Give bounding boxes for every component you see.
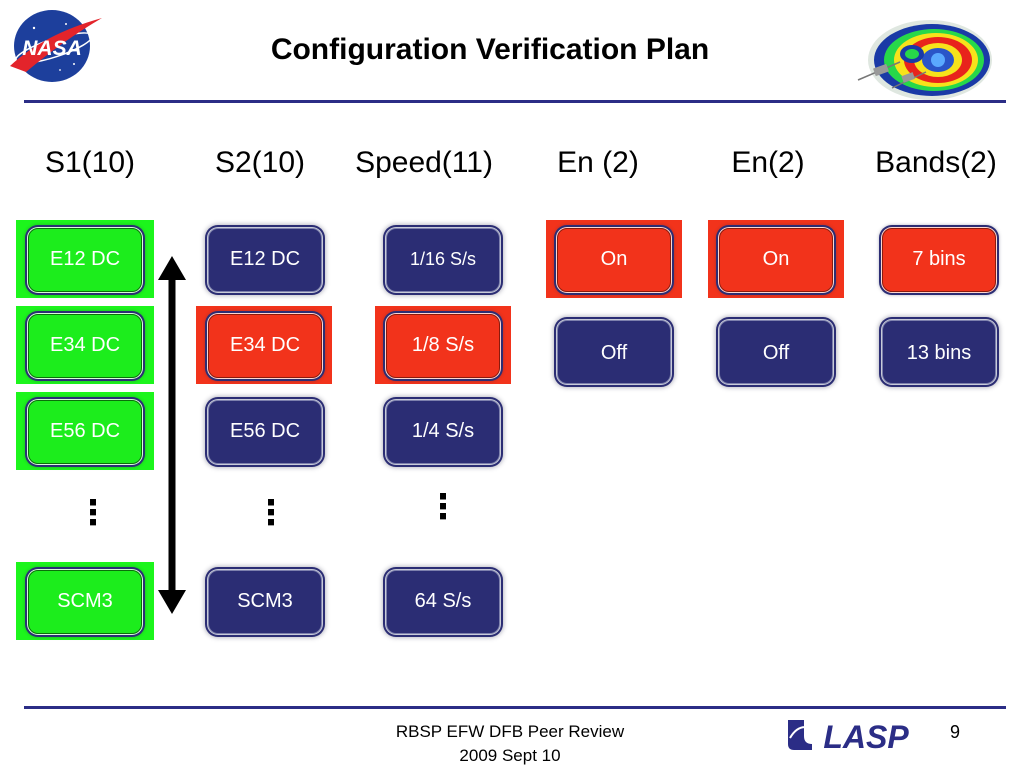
s2-option-e34-dc: E34 DC — [208, 314, 322, 378]
bands-option-13-bins: 13 bins — [882, 320, 996, 384]
en1-option-on: On — [557, 228, 671, 292]
page-title: Configuration Verification Plan — [270, 33, 710, 66]
s2-ellipsis: ⋮ — [254, 494, 288, 532]
column-header-bands: Bands(2) — [875, 146, 997, 179]
speed-ellipsis: ⋮ — [426, 488, 460, 526]
radiation-belts-image — [852, 14, 1012, 102]
speed-option-1-4: 1/4 S/s — [386, 400, 500, 464]
s1-option-e34-dc: E34 DC — [28, 314, 142, 378]
en2-option-on: On — [719, 228, 833, 292]
page-number: 9 — [949, 722, 960, 742]
s2-option-scm3: SCM3 — [208, 570, 322, 634]
footer-text: RBSP EFW DFB Peer Review 2009 Sept 10 — [330, 720, 690, 768]
speed-option-1-16: 1/16 S/s — [386, 228, 500, 292]
speed-option-64: 64 S/s — [386, 570, 500, 634]
footer-rule — [24, 706, 1006, 709]
en2-option-off: Off — [719, 320, 833, 384]
s1-ellipsis: ⋮ — [76, 494, 110, 532]
bands-option-7-bins: 7 bins — [882, 228, 996, 292]
lasp-logo: LASP — [784, 714, 924, 755]
column-header-en-1: En (2) — [557, 146, 639, 179]
column-header-en-2: En(2) — [731, 146, 805, 179]
lasp-logo-text: LASP — [823, 719, 909, 754]
en1-option-off: Off — [557, 320, 671, 384]
s2-option-e56-dc: E56 DC — [208, 400, 322, 464]
s1-option-e56-dc: E56 DC — [28, 400, 142, 464]
s1-option-e12-dc: E12 DC — [28, 228, 142, 292]
column-header-s2: S2(10) — [214, 146, 306, 179]
speed-option-1-8: 1/8 S/s — [386, 314, 500, 378]
column-header-s1: S1(10) — [44, 146, 136, 179]
double-arrow-icon — [158, 256, 186, 614]
footer-line-2: 2009 Sept 10 — [459, 746, 561, 765]
s2-option-e12-dc: E12 DC — [208, 228, 322, 292]
column-header-speed: Speed(11) — [355, 146, 493, 179]
nasa-logo-text: NASA — [22, 37, 82, 60]
header-rule — [24, 100, 1006, 103]
s1-option-scm3: SCM3 — [28, 570, 142, 634]
footer-line-1: RBSP EFW DFB Peer Review — [395, 722, 625, 741]
nasa-logo: NASA — [4, 4, 104, 84]
